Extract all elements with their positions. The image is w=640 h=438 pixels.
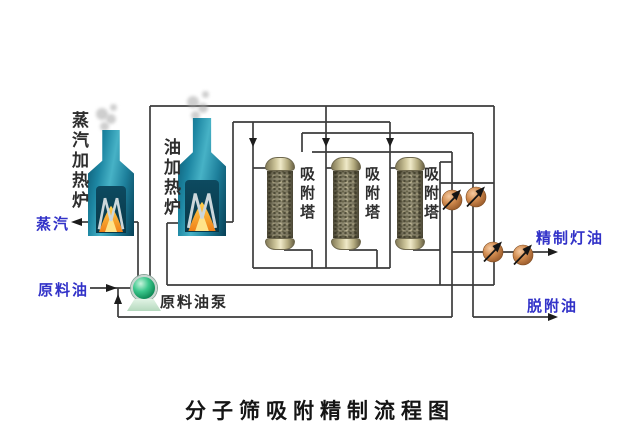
tower-inlet-pipes	[249, 106, 397, 268]
tower-body	[397, 171, 423, 238]
feed-pump-label: 原料油泵	[160, 293, 229, 311]
pump-base	[127, 299, 161, 311]
flame-icon	[97, 197, 125, 233]
left-arrow-icon	[71, 218, 82, 226]
tower-label: 吸附塔	[422, 166, 440, 223]
tower-cap	[331, 238, 361, 250]
feed-oil-stream-label: 原料油	[38, 281, 90, 299]
tower-cap	[395, 157, 425, 171]
valve-icon	[482, 241, 504, 263]
steam-stream-label: 蒸汽	[36, 215, 71, 233]
down-arrow-icon	[249, 138, 257, 147]
oil-furnace-label: 油加热炉	[160, 138, 180, 218]
tower-cap	[265, 238, 295, 250]
adsorption-tower-icon	[265, 157, 295, 250]
furnace-firebox	[185, 180, 219, 232]
tower-body	[333, 171, 359, 238]
feed-line	[90, 284, 132, 292]
desorbed-oil-stream-label: 脱附油	[527, 297, 579, 315]
tower-cap	[265, 157, 295, 171]
right-arrow-icon	[548, 313, 558, 321]
tower-outlet-pipes	[253, 162, 441, 285]
feed-pump-icon	[131, 275, 157, 301]
recycle-line	[114, 288, 452, 318]
down-arrow-icon	[386, 138, 394, 147]
tower-cap	[395, 238, 425, 250]
tower-cap	[331, 157, 361, 171]
furnace-firebox	[96, 186, 126, 233]
down-arrow-icon	[322, 138, 330, 147]
right-arrow-icon	[106, 284, 117, 292]
up-arrow-icon	[114, 294, 122, 304]
tower-label: 吸附塔	[363, 166, 381, 223]
valve-icon	[465, 186, 487, 208]
flame-icon	[186, 193, 218, 231]
adsorption-tower-icon	[331, 157, 361, 250]
adsorption-tower-icon	[395, 157, 425, 250]
oil-furnace-icon	[178, 91, 226, 236]
desorb-line	[473, 313, 558, 321]
tower-label: 吸附塔	[298, 166, 316, 223]
refined-kerosene-stream-label: 精制灯油	[536, 229, 605, 247]
tower-body	[267, 171, 293, 238]
valve-icon	[512, 244, 534, 266]
steam-furnace-label: 蒸汽加热炉	[68, 111, 88, 211]
right-arrow-icon	[548, 248, 558, 256]
diagram-title: 分子筛吸附精制流程图	[185, 398, 455, 423]
valve-icon	[441, 189, 463, 211]
steam-furnace-icon	[88, 104, 134, 236]
